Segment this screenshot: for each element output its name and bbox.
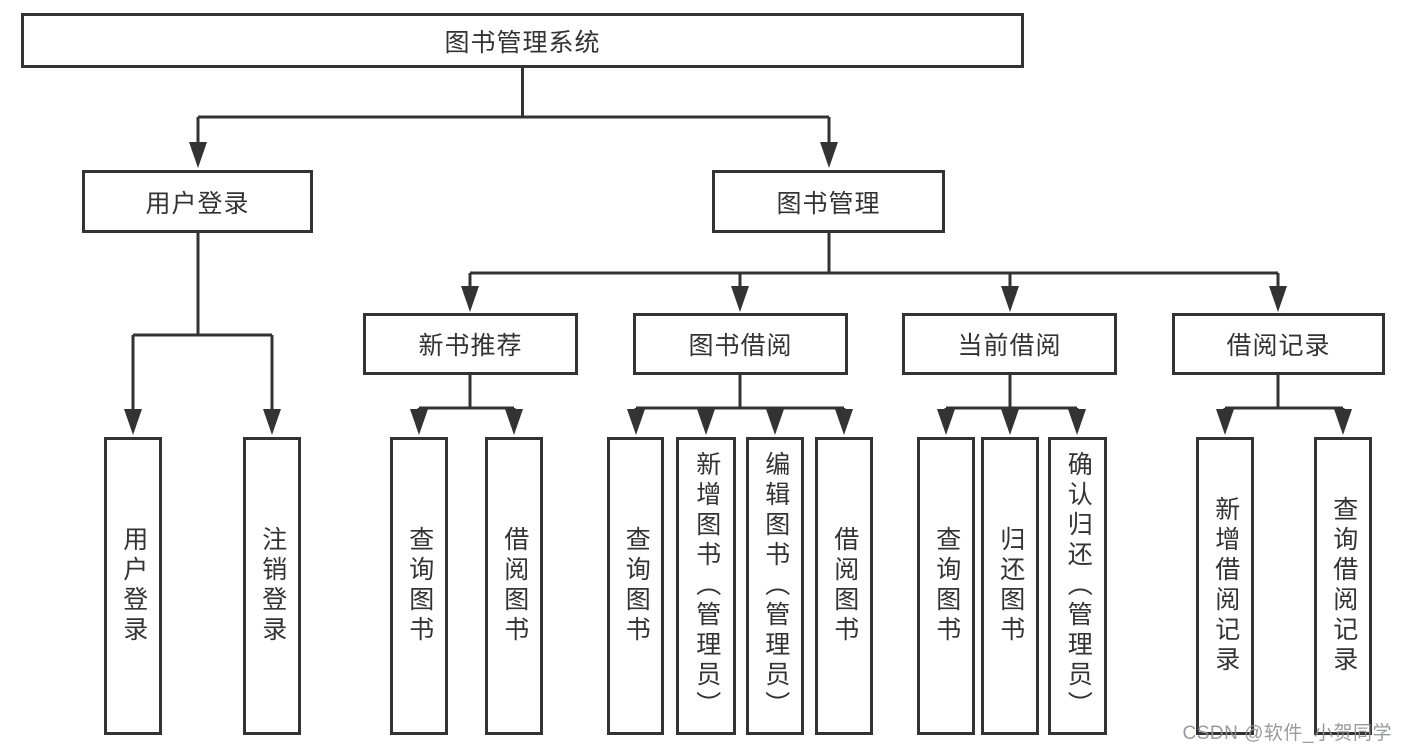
- leaf-borrow-books-recommend: 借阅图书: [485, 437, 543, 735]
- leaf-add-borrow-record-label: 新增借阅记录: [1211, 496, 1240, 676]
- leaf-query-borrow-record: 查询借阅记录: [1314, 437, 1372, 735]
- node-user-login-label: 用户登录: [145, 189, 250, 218]
- leaf-user-login: 用户登录: [104, 437, 162, 735]
- connector-book-borrow-to-leaves: [634, 375, 846, 412]
- node-book-management-label: 图书管理: [776, 189, 881, 218]
- node-current-borrow-label: 当前借阅: [957, 332, 1062, 360]
- leaf-return-book-label: 归还图书: [996, 526, 1025, 646]
- leaf-query-books-recommend: 查询图书: [390, 437, 448, 735]
- connector-new-book-recommend-to-leaves: [417, 375, 516, 412]
- leaf-query-books-current: 查询图书: [917, 437, 975, 735]
- connector-user-login-to-leaves: [131, 233, 274, 412]
- leaf-confirm-return-admin: 确认归还（管理员）: [1048, 437, 1107, 735]
- connector-root-to-level2: [196, 68, 831, 146]
- leaf-logout: 注销登录: [243, 437, 301, 735]
- connector-book-management-to-level3: [468, 233, 1280, 289]
- leaf-borrow-books-2: 借阅图书: [815, 437, 873, 735]
- leaf-edit-book-admin-label: 编辑图书（管理员）: [761, 451, 790, 721]
- leaf-return-book: 归还图书: [981, 437, 1039, 735]
- leaf-query-books-recommend-label: 查询图书: [405, 526, 434, 646]
- node-new-book-recommend: 新书推荐: [363, 313, 578, 375]
- node-root: 图书管理系统: [21, 13, 1024, 68]
- node-book-borrow: 图书借阅: [633, 313, 848, 375]
- leaf-edit-book-admin: 编辑图书（管理员）: [746, 437, 804, 735]
- connector-borrow-records-to-leaves: [1223, 375, 1345, 412]
- leaf-add-borrow-record: 新增借阅记录: [1196, 437, 1254, 735]
- leaf-borrow-books-2-label: 借阅图书: [830, 526, 859, 646]
- leaf-user-login-label: 用户登录: [119, 526, 148, 646]
- leaf-borrow-books-recommend-label: 借阅图书: [500, 526, 529, 646]
- leaf-add-book-admin: 新增图书（管理员）: [676, 437, 736, 735]
- node-current-borrow: 当前借阅: [902, 313, 1117, 375]
- leaf-query-borrow-record-label: 查询借阅记录: [1329, 496, 1358, 676]
- node-book-management: 图书管理: [712, 170, 945, 233]
- csdn-watermark: CSDN @软件_小贺同学: [1182, 723, 1392, 744]
- leaf-logout-label: 注销登录: [258, 526, 287, 646]
- leaf-query-books-borrow: 查询图书: [607, 437, 664, 735]
- node-user-login: 用户登录: [82, 170, 313, 233]
- node-borrow-records-label: 借阅记录: [1226, 332, 1331, 360]
- node-borrow-records: 借阅记录: [1172, 313, 1385, 375]
- arrowheads: [124, 142, 1352, 435]
- leaf-confirm-return-admin-label: 确认归还（管理员）: [1064, 451, 1093, 721]
- leaf-query-books-borrow-label: 查询图书: [622, 526, 651, 646]
- node-root-label: 图书管理系统: [444, 28, 601, 57]
- node-book-borrow-label: 图书借阅: [688, 332, 793, 360]
- node-new-book-recommend-label: 新书推荐: [418, 332, 523, 360]
- leaf-add-book-admin-label: 新增图书（管理员）: [692, 451, 721, 721]
- connector-current-borrow-to-leaves: [944, 375, 1079, 412]
- leaf-query-books-current-label: 查询图书: [932, 526, 961, 646]
